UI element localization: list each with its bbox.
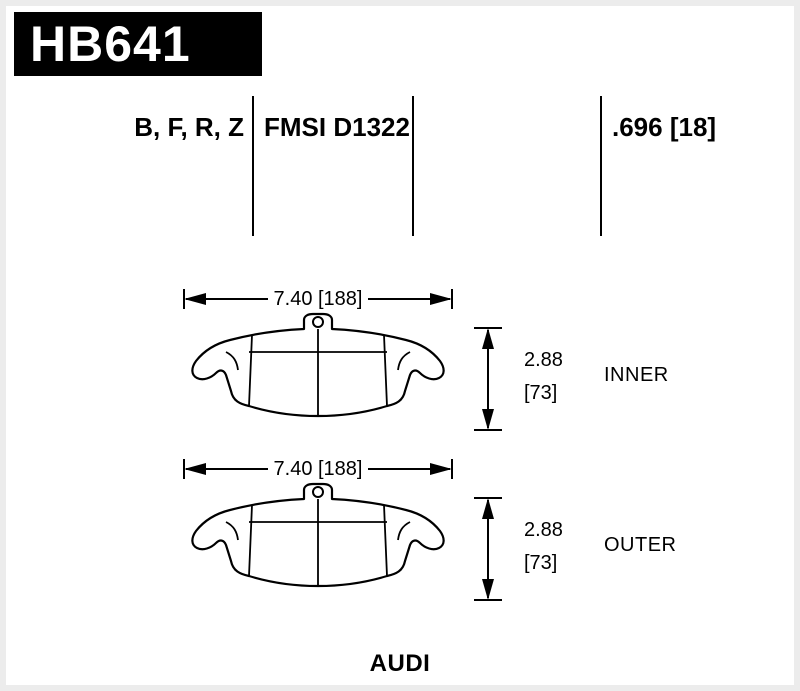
- divider-line: [252, 96, 254, 236]
- divider-line: [600, 96, 602, 236]
- height-inches-inner: 2.88: [524, 349, 563, 371]
- part-number: HB641: [30, 16, 191, 72]
- width-dimension-outer: 7.40 [188]: [182, 457, 454, 481]
- fmsi-number: FMSI D1322: [264, 112, 410, 142]
- brake-pad-outline-inner: [191, 312, 445, 418]
- pad-side-label-inner: INNER: [604, 364, 669, 386]
- brake-pad-outline-outer: [191, 482, 445, 588]
- part-number-box: HB641: [14, 12, 262, 76]
- height-mm-inner: [73]: [524, 382, 558, 404]
- divider-line: [412, 96, 414, 236]
- vehicle-name: AUDI: [369, 650, 431, 677]
- height-dimension-arrow-outer: [472, 495, 504, 603]
- height-mm-outer: [73]: [524, 552, 558, 574]
- pad-side-label-outer: OUTER: [604, 534, 677, 556]
- width-dimension-text: 7.40 [188]: [273, 458, 363, 480]
- width-arrow-icon: [183, 459, 453, 479]
- pad-thickness: .696 [18]: [612, 112, 717, 142]
- width-arrow-icon: [183, 289, 453, 309]
- height-dimension-arrow-inner: [472, 325, 504, 433]
- width-dimension-inner: 7.40 [188]: [182, 287, 454, 311]
- compound-codes: B, F, R, Z: [134, 112, 244, 142]
- width-dimension-text: 7.40 [188]: [273, 288, 363, 310]
- height-inches-outer: 2.88: [524, 519, 563, 541]
